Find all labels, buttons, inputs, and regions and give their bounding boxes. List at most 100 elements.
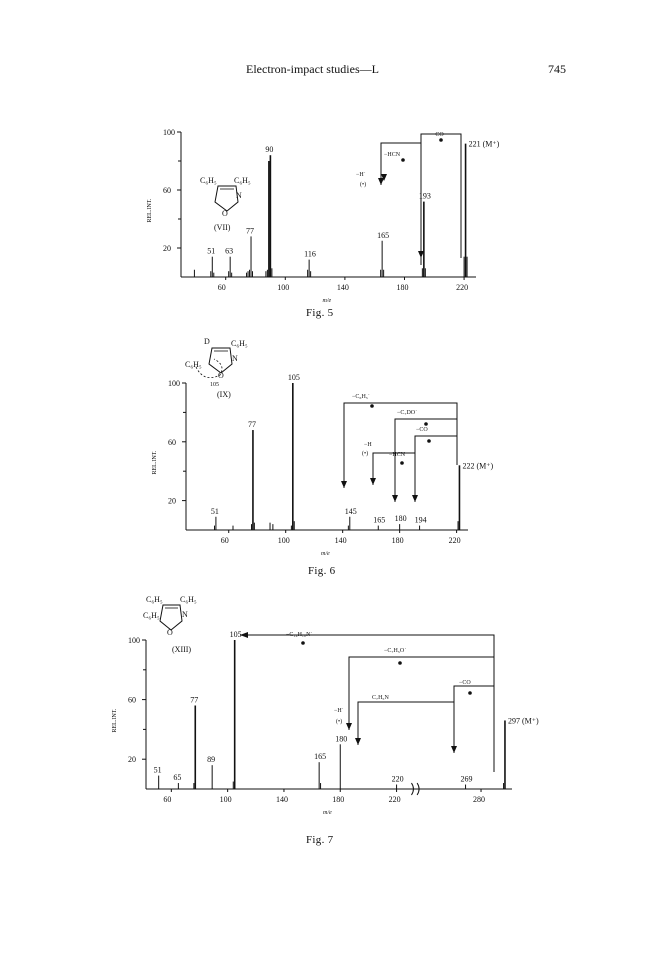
structure-vii: C₆H₅ C₆H₅ N O xyxy=(200,176,251,218)
metastable-dot xyxy=(427,439,431,443)
ring-atom-n: N xyxy=(236,191,242,200)
y-tick-label: 100 xyxy=(163,128,175,137)
x-tick-label: 100 xyxy=(220,795,232,804)
peak-label: 51 xyxy=(154,766,162,775)
loss-annotation: −H˙ xyxy=(334,708,344,714)
y-tick-label: 20 xyxy=(168,497,176,506)
metastable-dot xyxy=(398,661,402,665)
y-tick-label: 20 xyxy=(163,244,171,253)
peak-label: 90 xyxy=(265,145,273,154)
x-tick-label: 180 xyxy=(396,283,408,292)
running-header: Electron-impact studies—L 745 xyxy=(0,62,648,82)
peak-label: 77 xyxy=(246,226,254,235)
peak-label: 193 xyxy=(419,192,431,201)
loss-annotation: (•) xyxy=(360,181,366,188)
peak-label: 51 xyxy=(207,247,215,256)
x-tick-label: 220 xyxy=(456,283,468,292)
loss-annotation: −CO xyxy=(416,427,428,433)
substituent-d: D xyxy=(204,337,210,346)
fragment-arrow xyxy=(392,495,398,502)
loss-annotation: −C₆H₅˙ xyxy=(352,394,370,400)
fragmentation-path xyxy=(343,402,458,488)
compound-label: (IX) xyxy=(217,390,231,399)
peak-label: 65 xyxy=(173,773,181,782)
figure-caption: Fig. 6 xyxy=(308,565,336,577)
loss-annotation: (•) xyxy=(336,718,342,725)
peak-label: 165 xyxy=(314,752,326,761)
x-tick-label: 180 xyxy=(332,795,344,804)
peak-label: 77 xyxy=(190,696,198,705)
peak-label: 165 xyxy=(377,231,389,240)
fragment-arrow xyxy=(381,174,387,181)
peak-label: 165 xyxy=(373,516,385,525)
structure-xiii: C₆H₅ C₆H₅ C₆H₅ N O xyxy=(143,595,197,637)
loss-annotation: −CO xyxy=(459,680,471,686)
x-tick-label: 220 xyxy=(389,795,401,804)
fragment-label: 105 xyxy=(210,382,219,388)
figure-6: D C₆H₅ C₆H₅ N O 105 (IX) 20 60 100 60 100 140… xyxy=(0,335,648,585)
y-tick-label: 20 xyxy=(128,755,136,764)
page-number: 745 xyxy=(548,62,566,76)
y-axis-label: REL.INT. xyxy=(112,708,118,732)
peak-label: 220 xyxy=(392,775,404,784)
loss-annotation: (•) xyxy=(362,450,368,457)
loss-annotation: −C₁₄H₁₀N˙ xyxy=(286,632,312,638)
compound-label: (XIII) xyxy=(172,645,191,654)
y-axis-label: REL.INT. xyxy=(147,198,153,222)
fragment-arrow xyxy=(240,632,248,638)
fragment-arrow xyxy=(418,251,424,258)
loss-annotation: −C₇DO˙ xyxy=(397,410,417,416)
x-tick-label: 140 xyxy=(335,536,347,545)
fragment-arrow xyxy=(341,481,347,488)
axis-break xyxy=(411,782,420,796)
x-tick-label: 100 xyxy=(278,536,290,545)
y-tick-label: 60 xyxy=(168,438,176,447)
loss-annotation: C₇H₅N xyxy=(372,695,390,701)
peak-label: 145 xyxy=(345,507,357,516)
metastable-dot xyxy=(401,158,405,162)
loss-annotation: −H xyxy=(364,442,372,448)
y-axis-label: REL.INT. xyxy=(152,450,158,474)
x-tick-label: 60 xyxy=(221,536,229,545)
y-tick-label: 60 xyxy=(163,186,171,195)
x-tick-label: 140 xyxy=(337,283,349,292)
peak-label: 297 (M⁺) xyxy=(508,716,539,725)
fragment-arrow xyxy=(355,738,361,745)
loss-annotation: −HCN xyxy=(389,452,406,458)
fragmentation-path xyxy=(380,142,421,185)
fragmentation-path xyxy=(394,418,457,502)
structure-ix: D C₆H₅ C₆H₅ N O 105 xyxy=(185,337,248,388)
x-tick-label: 60 xyxy=(218,283,226,292)
peak-label: 51 xyxy=(211,507,219,516)
substituent-1: C₆H₅ xyxy=(146,595,163,604)
metastable-dot xyxy=(424,422,428,426)
figure-caption: Fig. 5 xyxy=(306,307,334,319)
fragmentation-path xyxy=(372,452,415,485)
ring-atom-o: O xyxy=(218,371,224,380)
substituent-2: C₆H₅ xyxy=(180,595,197,604)
fragmentation-path xyxy=(357,701,454,741)
x-axis-label: m/e xyxy=(323,298,332,304)
peak-label: 180 xyxy=(395,514,407,523)
metastable-dot xyxy=(301,641,305,645)
loss-annotation: −H˙ xyxy=(356,172,366,178)
fragmentation-path xyxy=(420,133,462,265)
y-tick-label: 60 xyxy=(128,696,136,705)
x-tick-label: 60 xyxy=(163,795,171,804)
x-axis-label: m/e xyxy=(323,810,332,816)
peak-label: 105 xyxy=(230,630,242,639)
peak-label: 77 xyxy=(248,420,256,429)
fragment-arrow xyxy=(378,178,384,185)
fragmentation-path xyxy=(348,656,494,730)
metastable-dot xyxy=(439,138,443,142)
compound-label: (VII) xyxy=(214,223,231,232)
peak-label: 222 (M⁺) xyxy=(462,461,493,470)
peak-label: 194 xyxy=(415,516,427,525)
ring-atom-n: N xyxy=(232,354,238,363)
y-tick-label: 100 xyxy=(168,379,180,388)
